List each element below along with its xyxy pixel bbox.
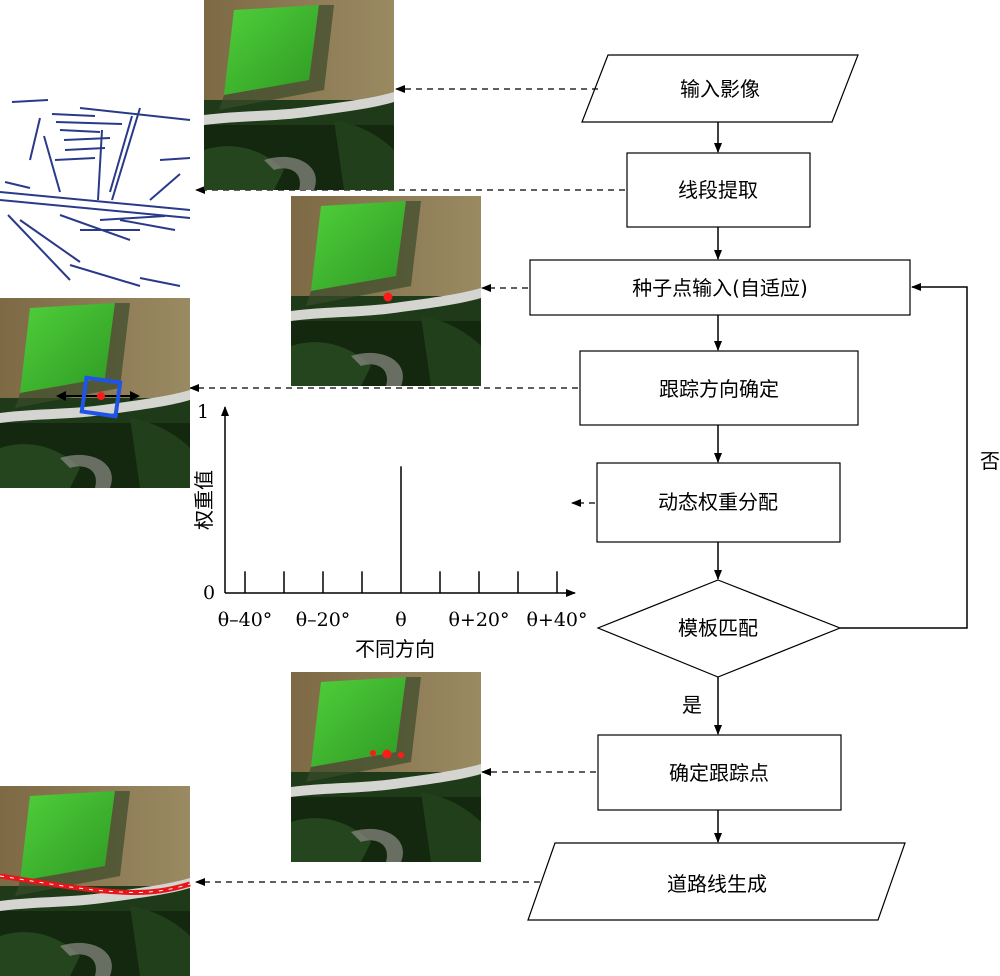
node-weighting-label: 动态权重分配 [658, 490, 778, 514]
chart-x-axis-title: 不同方向 [355, 637, 435, 661]
node-weighting: 动态权重分配 [596, 462, 841, 543]
chart-tick-label: θ [395, 609, 406, 631]
node-input-image: 输入影像 [581, 54, 859, 123]
node-tracking-point: 确定跟踪点 [597, 734, 842, 811]
chart-y-axis-title: 权重值 [192, 470, 216, 530]
node-line-extraction: 线段提取 [626, 152, 811, 228]
node-road-generation: 道路线生成 [527, 842, 906, 921]
chart-bars [244, 466, 558, 593]
node-road-generation-label: 道路线生成 [667, 872, 767, 896]
weight-chart: θ–40° θ–20° θ θ+20° θ+40° 1 0 权重值 不同方向 [192, 401, 588, 661]
node-direction: 跟踪方向确定 [579, 350, 859, 426]
node-matching-label: 模板匹配 [678, 616, 758, 640]
arrow-matching-no-loop [840, 283, 968, 629]
node-matching: 模板匹配 [596, 579, 842, 678]
chart-tick-label: θ–20° [296, 609, 351, 631]
chart-y-zero-label: 0 [203, 582, 215, 604]
node-tracking-point-label: 确定跟踪点 [669, 761, 769, 785]
chart-tick-label: θ–40° [218, 609, 273, 631]
aerial-image-input [204, 0, 394, 190]
node-line-extraction-label: 线段提取 [678, 178, 758, 202]
output-arrows [189, 85, 625, 886]
chart-tick-label: θ+40° [526, 609, 587, 631]
seed-point-image [291, 196, 481, 386]
chart-tick-labels: θ–40° θ–20° θ θ+20° θ+40° [218, 609, 588, 631]
tracking-window [79, 375, 123, 419]
seed-point-marker [383, 292, 393, 302]
flow-arrows [714, 122, 968, 843]
node-direction-label: 跟踪方向确定 [659, 377, 779, 401]
node-seed-input-label: 种子点输入(自适应) [632, 276, 808, 300]
yes-label: 是 [682, 693, 702, 717]
chart-y-top-label: 1 [197, 401, 209, 423]
road-line-image [0, 786, 191, 976]
node-seed-input: 种子点输入(自适应) [529, 259, 911, 316]
node-input-image-label: 输入影像 [680, 77, 760, 101]
no-label: 否 [980, 449, 1000, 473]
chart-tick-label: θ+20° [448, 609, 509, 631]
tracking-point-image [291, 672, 481, 862]
direction-image [0, 298, 190, 488]
segment-extraction-image [0, 99, 195, 290]
